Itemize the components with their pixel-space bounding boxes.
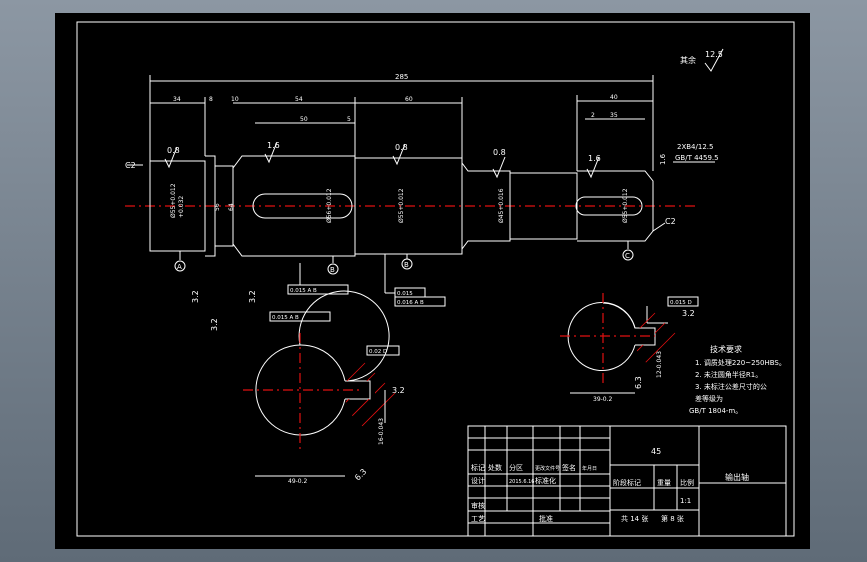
datum-markers [174, 241, 634, 275]
roughness-11: 3.2 [682, 309, 695, 318]
datum-c: C [625, 252, 630, 260]
part-name: 输出轴 [725, 472, 749, 482]
diameter-1: Ø55+0.012 [170, 183, 177, 218]
roughness-2: 1.6 [267, 141, 280, 150]
tb-scale-value: 1:1 [680, 497, 691, 505]
diameter-4: Ø45+0.016 [498, 188, 505, 223]
tolerance-frames [269, 254, 699, 356]
section-right-depth: 39-0.2 [593, 396, 613, 403]
tolerance-1: 0.015 A B [290, 288, 317, 294]
section-right-width: 12-0.043 [656, 351, 663, 378]
section-left-depth: 49-0.2 [288, 478, 308, 485]
tech-req-title: 技术要求 [710, 344, 742, 354]
tolerance-2: 0.015 A B [272, 315, 299, 321]
tb-scale: 比例 [680, 478, 694, 487]
dim-60: 60 [405, 96, 413, 103]
drawing-canvas: 285 34 8 10 54 60 40 50 5 2 35 Ø55+0.012… [76, 21, 795, 537]
tolerance-7: 0.015 D [670, 300, 692, 306]
tech-req-4: 差等级为 [695, 394, 723, 403]
tb-mark: 标记 [471, 463, 485, 472]
roughness-5: 1.6 [588, 154, 601, 163]
tb-approve: 批准 [539, 514, 553, 523]
tb-designer: 设计 [471, 476, 485, 485]
thread-note-1: 2XB4/12.5 [677, 143, 713, 151]
shaft-outline [149, 155, 654, 257]
roughness-14: 1.6 [659, 153, 667, 165]
chamfer-left: C2 [125, 161, 136, 170]
roughness-1: 0.8 [167, 146, 180, 155]
general-roughness-label: 其余 [680, 55, 696, 65]
tb-sign: 签名 [562, 463, 576, 472]
roughness-6: 3.2 [191, 290, 200, 303]
tolerance-6: 0.02 D [369, 349, 387, 355]
sheet-border [76, 21, 795, 537]
dim-8: 8 [209, 96, 213, 103]
diameter-5: Ø55+0.012 [622, 188, 629, 223]
roughness-12: 6.3 [353, 467, 368, 482]
tb-sheets-total: 共 14 张 [621, 514, 648, 523]
tb-docno: 更改文件号 [535, 465, 560, 472]
dimensions [149, 75, 654, 171]
roughness-10: 3.2 [392, 386, 405, 395]
dim-total: 285 [395, 73, 408, 81]
section-left-width: 16-0.043 [378, 418, 385, 445]
tb-count: 处数 [488, 463, 502, 472]
tb-zone: 分区 [509, 463, 523, 472]
roughness-13: 6.3 [634, 376, 643, 389]
tech-req-5: GB/T 1804-m。 [689, 407, 742, 415]
general-roughness-value: 12.5 [705, 50, 723, 59]
roughness-3: 0.8 [395, 143, 408, 152]
section-view-right [560, 293, 676, 394]
datum-a: A [177, 263, 182, 271]
title-block [467, 425, 787, 537]
dim-10: 10 [231, 96, 239, 103]
tech-req-3: 3. 未标注公差尺寸的公 [695, 382, 767, 391]
tb-date: 年月日 [582, 465, 597, 472]
tolerance-4: 0.015 [397, 291, 413, 297]
dim-40: 40 [610, 94, 618, 101]
section-view-left [243, 290, 396, 477]
tb-weight: 重量 [657, 479, 671, 487]
dim-34: 34 [173, 96, 181, 103]
roughness-4: 0.8 [493, 148, 506, 157]
diameter-2: Ø56+0.012 [326, 188, 333, 223]
dim-5: 5 [347, 116, 351, 123]
diameter-3: Ø55+0.012 [398, 188, 405, 223]
tb-std: 标准化 [535, 476, 556, 485]
dim-54: 54 [295, 96, 303, 103]
dim-2: 2 [591, 112, 595, 119]
tb-process: 工艺 [471, 515, 485, 523]
tb-sheet-no: 第 8 张 [661, 514, 684, 523]
dim-50: 50 [300, 116, 308, 123]
tolerance-5: 0.016 A B [397, 300, 424, 306]
drawing-sheet: 285 34 8 10 54 60 40 50 5 2 35 Ø55+0.012… [55, 13, 810, 549]
roughness-8: 3.2 [210, 318, 219, 331]
chamfer-right: C2 [665, 217, 676, 226]
diameter-56: 56 [214, 203, 221, 211]
diameter-1b: +0.032 [178, 196, 185, 218]
tb-stage: 阶段标记 [613, 478, 641, 487]
tech-req-1: 1. 调质处理220~250HBS。 [695, 358, 786, 367]
datum-b: B [330, 266, 335, 274]
tb-date-value: 2015.6.16 [509, 479, 534, 485]
dim-35: 35 [610, 112, 618, 119]
diameter-64: 64 [228, 203, 235, 211]
datum-b2: B [404, 261, 409, 269]
tech-req-2: 2. 未注圆角半径R1。 [695, 370, 762, 379]
roughness-symbols [164, 48, 724, 179]
tb-check: 审核 [471, 501, 485, 510]
thread-note-2: GB/T 4459.5 [675, 154, 719, 162]
roughness-7: 3.2 [248, 290, 257, 303]
material: 45 [651, 447, 661, 456]
